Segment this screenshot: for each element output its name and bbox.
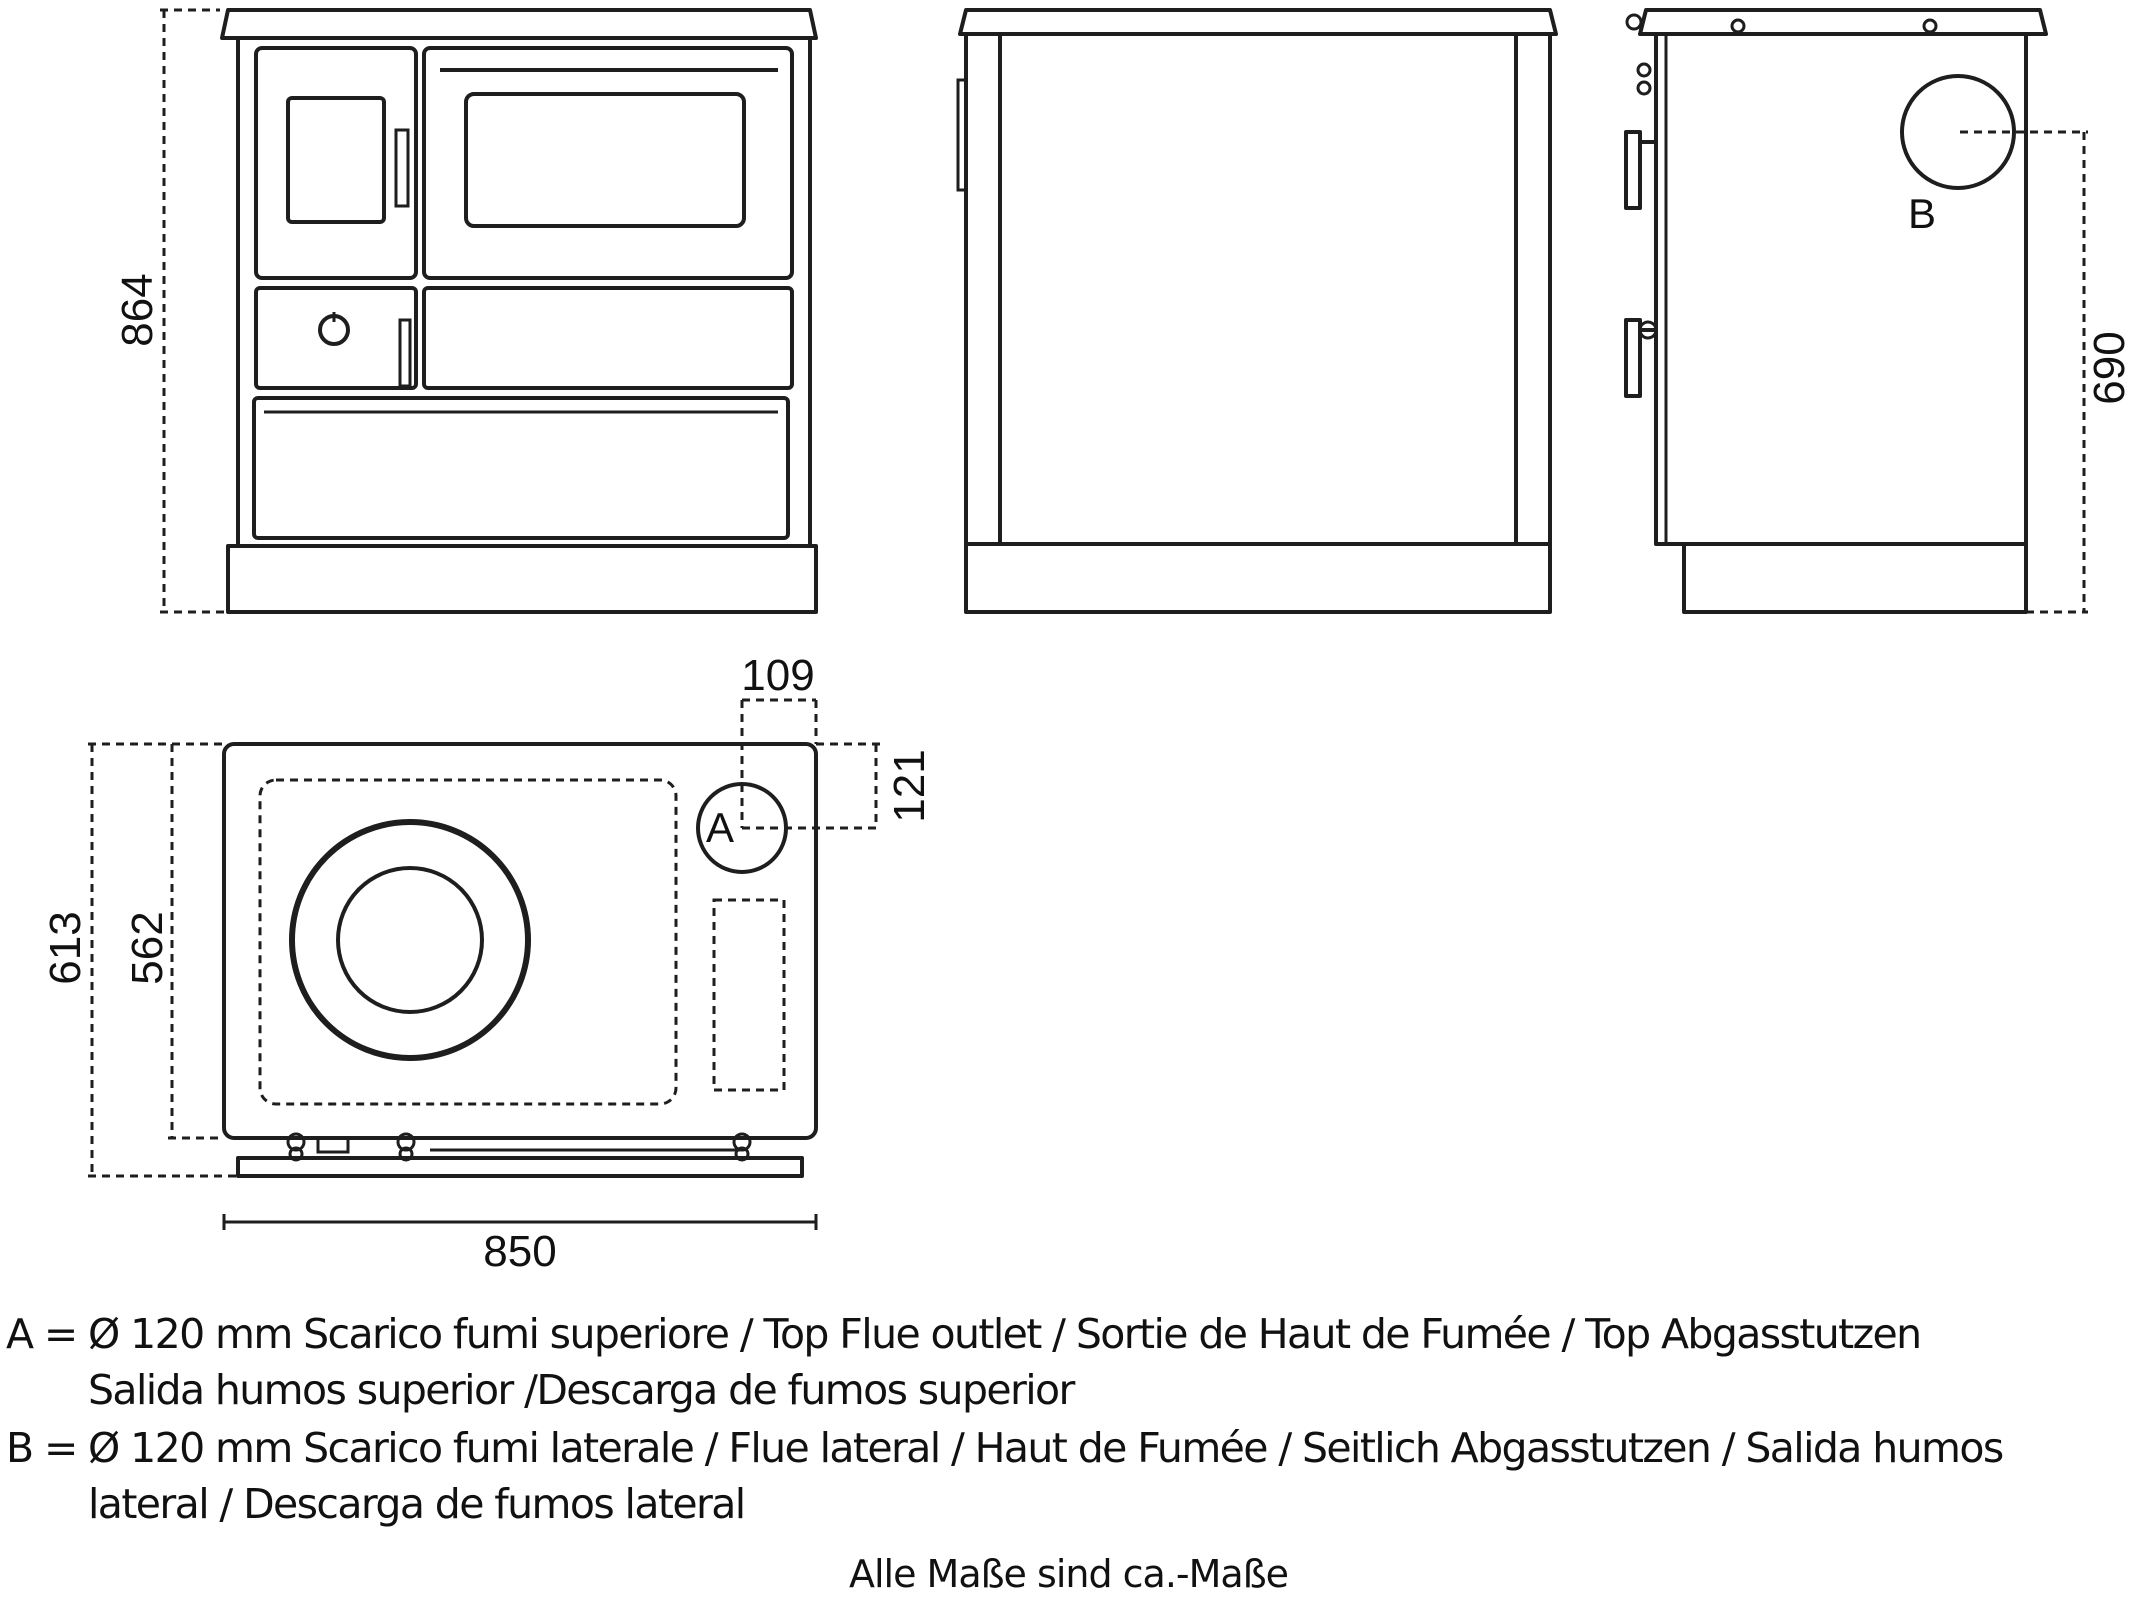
back-side-fitting xyxy=(956,78,968,192)
legend-b-line2: lateral / Descarga de fumos lateral xyxy=(6,1480,746,1528)
dim-121-label: 121 xyxy=(885,749,934,822)
legend-a-line2: Salida humos superior /Descarga de fumos… xyxy=(6,1366,1075,1414)
front-rail xyxy=(236,1156,804,1178)
top-view: A 109 121 613 562 850 xyxy=(41,651,934,1276)
side-hinge-top xyxy=(1625,13,1643,31)
dim-864-label: 864 xyxy=(113,273,162,346)
legend-a-text-1: Ø 120 mm Scarico fumi superiore / Top Fl… xyxy=(88,1310,1922,1358)
dim-850-label: 850 xyxy=(483,1227,556,1276)
cooking-zone-outline xyxy=(258,778,678,1106)
side-knob-lower xyxy=(1638,320,1658,340)
side-view: B 690 xyxy=(1624,8,2134,614)
ash-drawer-handle xyxy=(398,318,412,388)
legend-b-text-1: Ø 120 mm Scarico fumi laterale / Flue la… xyxy=(88,1424,2004,1472)
label-a: A xyxy=(706,804,734,851)
front-plinth xyxy=(226,544,818,614)
side-hinge-small-1 xyxy=(1730,18,1746,34)
firebox-door xyxy=(254,46,418,280)
front-view: 864 xyxy=(113,8,818,614)
side-door-handle-upper xyxy=(1624,130,1642,210)
top-plate-outline xyxy=(222,742,818,1140)
legend-b-text-2: lateral / Descarga de fumos lateral xyxy=(88,1480,746,1528)
back-body xyxy=(964,32,1552,546)
rail-bracket-1 xyxy=(316,1136,350,1154)
side-top-plate xyxy=(1638,8,2048,36)
legend-b-line1: B =Ø 120 mm Scarico fumi laterale / Flue… xyxy=(6,1424,2004,1472)
oven-door xyxy=(422,46,794,280)
rail-knob-3 xyxy=(396,1132,416,1152)
side-plinth xyxy=(1682,542,2028,614)
ash-drawer xyxy=(254,286,418,390)
rail-knob-6 xyxy=(734,1146,750,1162)
dim-613-label: 613 xyxy=(41,911,90,984)
legend-a-text-2: Salida humos superior /Descarga de fumos… xyxy=(88,1366,1075,1414)
front-top-plate xyxy=(220,8,818,40)
dim-109-label: 109 xyxy=(741,651,814,700)
rail-knob-1 xyxy=(286,1132,306,1152)
warming-compartment xyxy=(422,286,794,390)
back-top-plate xyxy=(958,8,1558,36)
legend-b-key: B = xyxy=(6,1424,78,1472)
back-plinth xyxy=(964,542,1552,614)
hotplate-outer-ring xyxy=(289,819,531,1061)
side-body xyxy=(1654,32,2028,546)
legend-a-key: A = xyxy=(6,1310,78,1358)
oven-window xyxy=(464,92,746,228)
back-view xyxy=(956,8,1558,614)
water-tank-lid xyxy=(712,898,786,1092)
firebox-window xyxy=(286,96,386,224)
rail-knob-4 xyxy=(398,1146,414,1162)
hotplate-inner-ring xyxy=(336,866,484,1014)
wood-drawer xyxy=(252,396,790,540)
label-b: B xyxy=(1908,190,1936,237)
footer-note: Alle Maße sind ca.-Maße xyxy=(848,1552,1289,1596)
side-hinge-small-2 xyxy=(1922,18,1938,34)
rail-knob-2 xyxy=(288,1146,304,1162)
side-hinge-2 xyxy=(1636,80,1652,96)
side-door-handle-lower xyxy=(1624,318,1642,398)
dim-690-label: 690 xyxy=(2085,331,2134,404)
dim-562-label: 562 xyxy=(123,911,172,984)
firebox-door-handle xyxy=(394,128,410,208)
side-flue-outlet-b xyxy=(1900,74,2016,190)
legend-a-line1: A =Ø 120 mm Scarico fumi superiore / Top… xyxy=(6,1310,1922,1358)
rail-knob-5 xyxy=(732,1132,752,1152)
side-hinge-1 xyxy=(1636,62,1652,78)
front-body xyxy=(236,36,812,548)
